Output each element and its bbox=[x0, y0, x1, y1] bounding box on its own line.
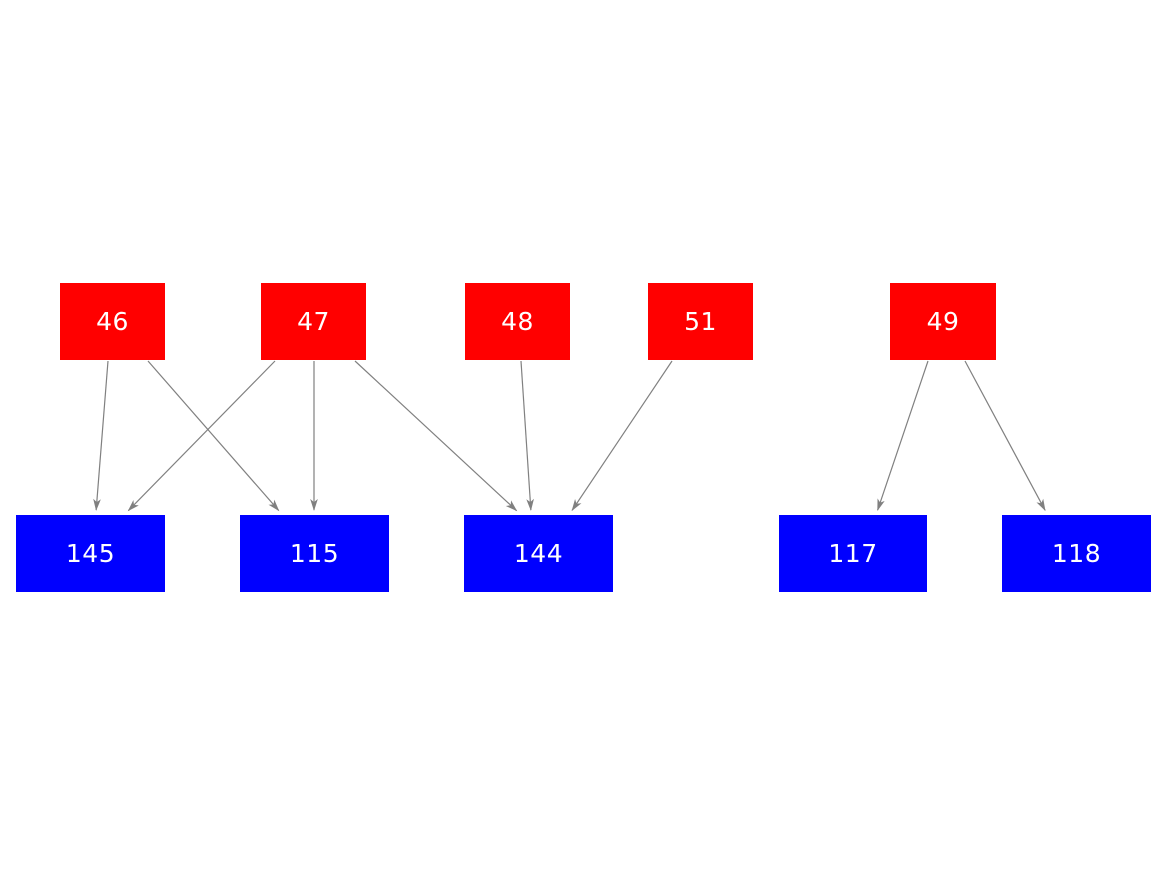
source-node-49[interactable]: 49 bbox=[890, 283, 996, 360]
node-label: 115 bbox=[289, 539, 340, 568]
source-node-46[interactable]: 46 bbox=[60, 283, 165, 360]
edge-46-to-145 bbox=[93, 360, 109, 511]
edge-47-to-144 bbox=[354, 360, 518, 512]
node-label: 47 bbox=[297, 307, 330, 336]
source-node-51[interactable]: 51 bbox=[648, 283, 753, 360]
target-node-144[interactable]: 144 bbox=[464, 515, 613, 592]
node-label: 51 bbox=[684, 307, 717, 336]
node-label: 145 bbox=[65, 539, 116, 568]
node-label: 144 bbox=[513, 539, 564, 568]
node-label: 118 bbox=[1051, 539, 1102, 568]
source-node-47[interactable]: 47 bbox=[261, 283, 366, 360]
node-label: 48 bbox=[501, 307, 534, 336]
edge-51-to-144 bbox=[571, 360, 673, 512]
target-node-117[interactable]: 117 bbox=[779, 515, 927, 592]
edge-46-to-115 bbox=[147, 360, 280, 512]
edge-47-to-145 bbox=[127, 360, 276, 512]
node-label: 49 bbox=[926, 307, 960, 336]
edges-group bbox=[93, 360, 1046, 512]
target-node-118[interactable]: 118 bbox=[1002, 515, 1151, 592]
node-label: 117 bbox=[828, 539, 878, 568]
edge-48-to-144 bbox=[520, 360, 534, 511]
edge-49-to-117 bbox=[877, 360, 929, 512]
edge-49-to-118 bbox=[964, 360, 1046, 512]
target-node-115[interactable]: 115 bbox=[240, 515, 389, 592]
source-node-48[interactable]: 48 bbox=[465, 283, 570, 360]
node-label: 46 bbox=[96, 307, 129, 336]
target-node-145[interactable]: 145 bbox=[16, 515, 165, 592]
